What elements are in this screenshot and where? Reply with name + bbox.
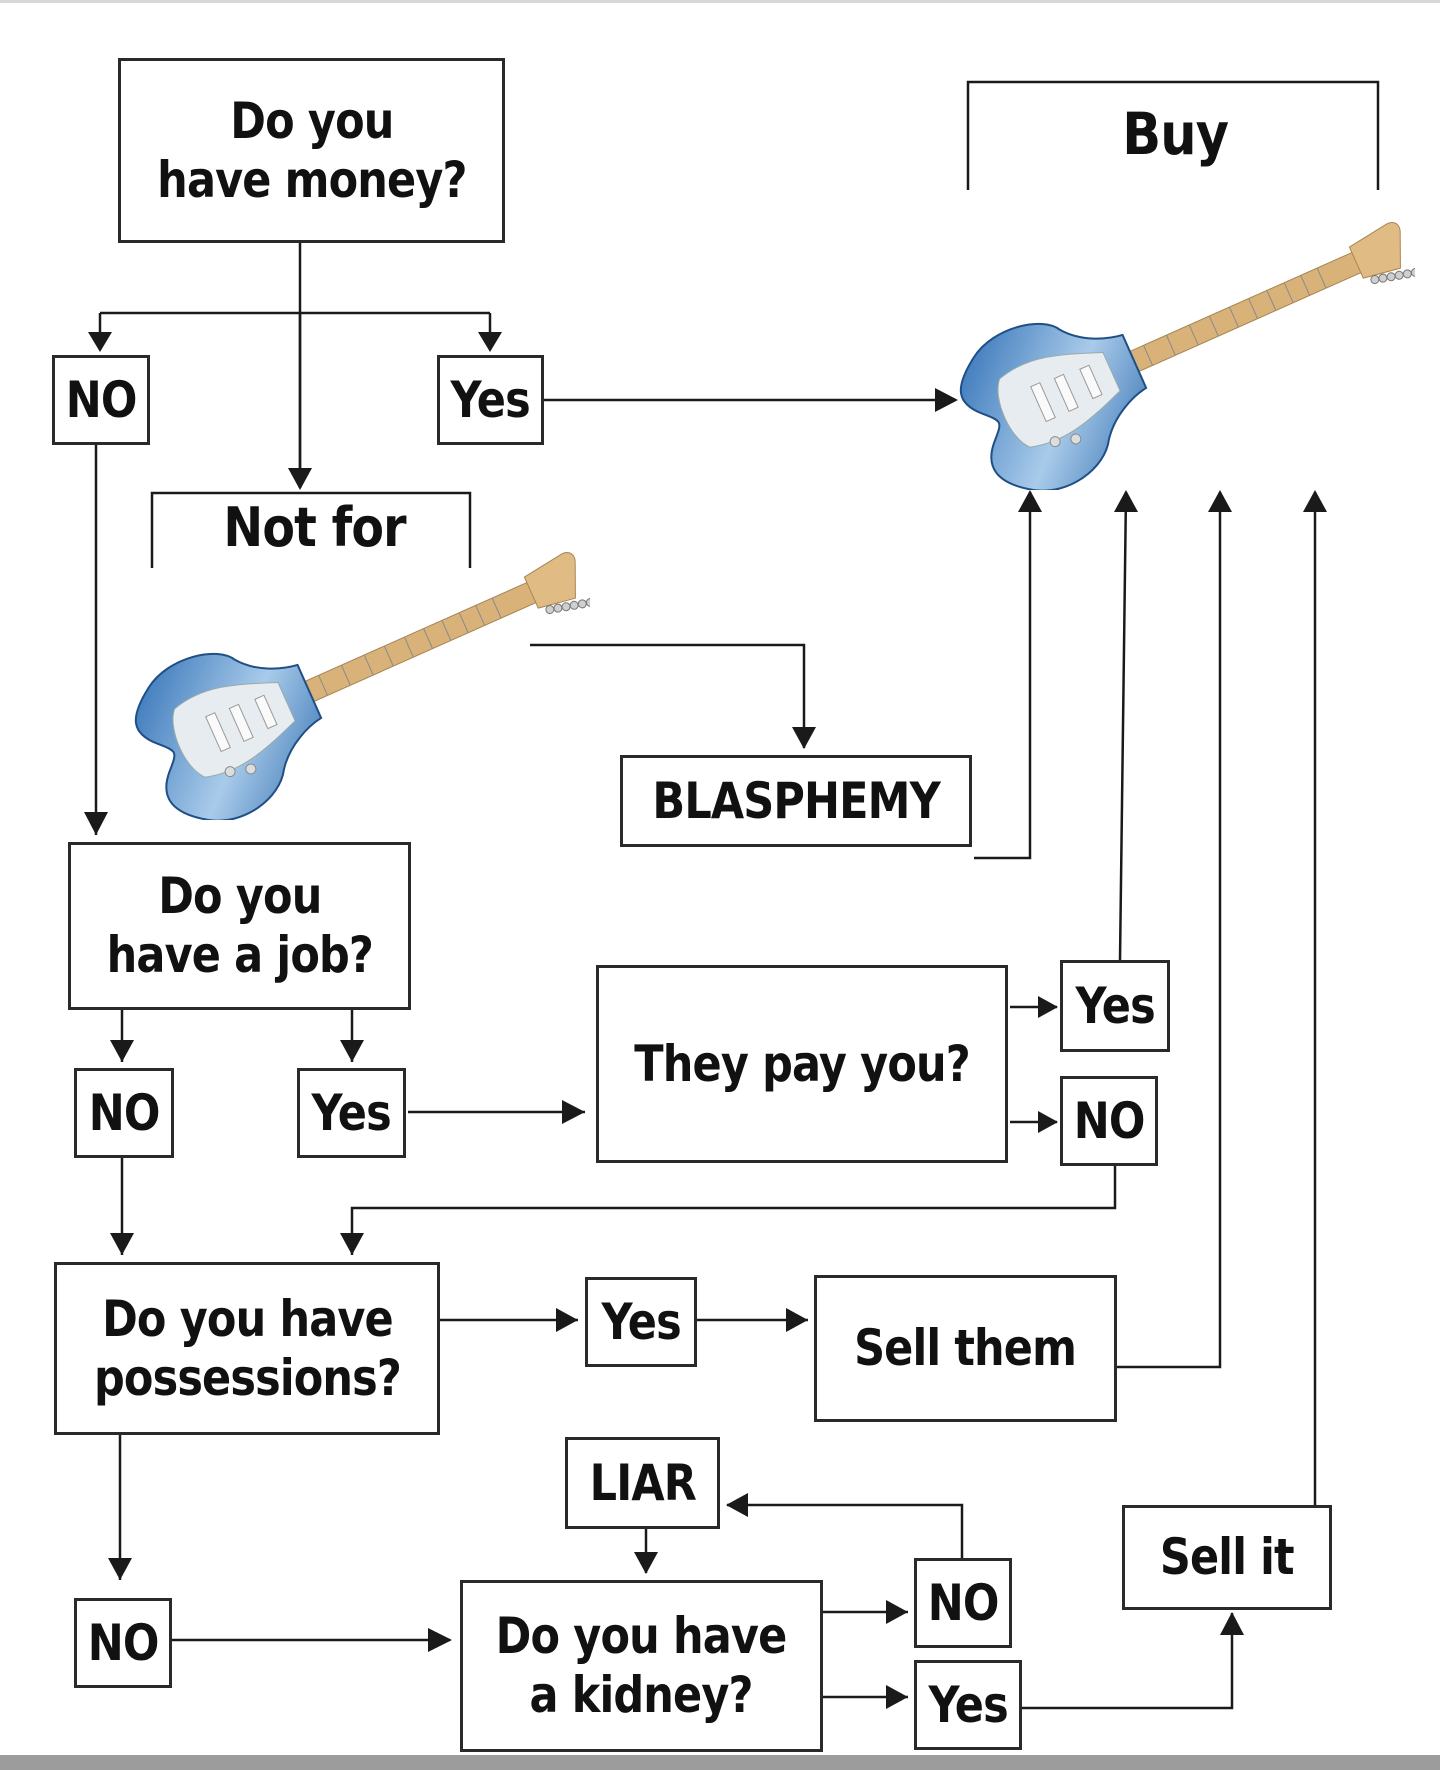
edge-kidneyno-liar [727, 1503, 964, 1558]
arrow-sellthem-buy [1208, 490, 1232, 512]
arrow-notfor-blasphemy [792, 727, 816, 749]
edge-payyes-buy [1118, 491, 1128, 961]
answer-money-no: NO [52, 355, 150, 445]
edge-blasphemy-buy [974, 492, 1032, 860]
arrow-poss-yes [556, 1308, 578, 1332]
arrow-possyes-sell [786, 1308, 808, 1332]
answer-money-yes: Yes [437, 355, 544, 445]
arrow-blasphemy-buy [1018, 490, 1042, 512]
arrow-job-no [110, 1040, 134, 1062]
arrow-kidneyyes-sellit [1220, 1612, 1244, 1635]
arrow-pay-yes [1038, 996, 1058, 1018]
arrow-kidneyno-liar [726, 1493, 748, 1517]
arrow-poss-no [108, 1558, 132, 1580]
arrow-job-yes [340, 1040, 364, 1062]
arrow-pay-no [1038, 1111, 1058, 1133]
edge-kidneyyes-sellit [1022, 1613, 1234, 1710]
top-frame-line [0, 0, 1440, 3]
arrow-yes-buy [935, 388, 958, 412]
answer-job-no: NO [74, 1068, 174, 1158]
edge-payno-poss [350, 1162, 1117, 1255]
liar-box: LIAR [565, 1437, 720, 1529]
answer-kidney-yes: Yes [914, 1660, 1022, 1750]
buy-bracket [966, 80, 1380, 190]
answer-pay-yes: Yes [1060, 960, 1170, 1052]
arrow-money-no [88, 332, 112, 352]
answer-pay-no: NO [1060, 1076, 1158, 1166]
question-they-pay-you: They pay you? [596, 965, 1008, 1163]
not-for-label: Not for [223, 496, 407, 559]
buy-label: Buy [1122, 100, 1229, 168]
guitar-image [134, 552, 590, 820]
answer-job-yes: Yes [297, 1068, 406, 1158]
arrow-money-notfor [288, 468, 312, 490]
arrow-jobno-poss [110, 1233, 134, 1255]
arrow-payno-poss [340, 1233, 364, 1255]
bottom-frame-bar [0, 1755, 1440, 1770]
sell-them-box: Sell them [814, 1275, 1117, 1422]
guitar-image [959, 222, 1415, 490]
edge-notfor-blasphemy [530, 643, 806, 748]
arrow-liar-kidney [634, 1552, 658, 1574]
arrow-payyes-buy [1114, 490, 1138, 512]
answer-kidney-no: NO [914, 1558, 1012, 1648]
blasphemy-box: BLASPHEMY [620, 755, 972, 847]
arrow-kidney-no [886, 1600, 908, 1624]
arrow-kidney-yes [886, 1685, 908, 1709]
notfor-bracket [150, 491, 472, 568]
arrow-money-yes [478, 332, 502, 352]
answer-possessions-no: NO [74, 1598, 172, 1688]
sell-it-box: Sell it [1122, 1505, 1332, 1610]
arrow-jobyes-pay [562, 1100, 585, 1124]
arrow-no-kidney [428, 1628, 452, 1652]
arrow-no-job [84, 812, 108, 835]
answer-possessions-yes: Yes [585, 1277, 697, 1367]
edge-sellthem-buy [1117, 492, 1222, 1369]
arrow-sellit-buy [1303, 490, 1327, 512]
